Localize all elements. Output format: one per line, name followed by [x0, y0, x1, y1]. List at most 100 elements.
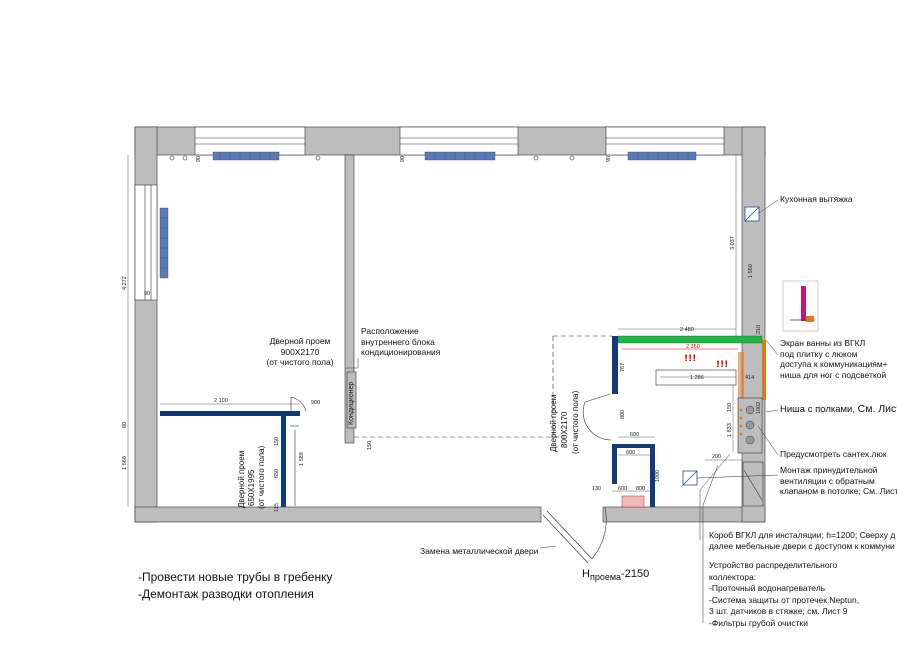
ventilation-line-3: клапаном в потолке; См. Лист — [780, 486, 897, 496]
dim-600-b: 600 — [626, 450, 635, 456]
partition-wc-right — [650, 444, 655, 507]
opening-height-label: Нпроема-2150 — [582, 568, 649, 582]
door-center-line-1: Дверной проем — [549, 395, 558, 452]
dimension-texts: 4 272 90 90 90 90 2 100 900 80 1 560 150… — [122, 156, 762, 512]
dim-1833: 1 833 — [727, 423, 733, 437]
box-line-2: далее мебельные двери с доступом к комму… — [709, 540, 895, 551]
radiator-3 — [627, 151, 697, 161]
dim-800-b: 800 — [636, 486, 645, 492]
radiator-1 — [212, 151, 280, 161]
door-main-label: Дверной проем 900X2170 (от чистого пола) — [258, 336, 342, 368]
bath-orange-strip — [762, 340, 766, 400]
window-2 — [399, 126, 519, 156]
opening-height-sub: проема — [589, 572, 622, 583]
inset-detail — [782, 280, 819, 332]
bath-screen-line-4: ниша для ног с подсветкой — [780, 369, 887, 380]
hood-label: Кухонная вытяжка — [780, 194, 853, 204]
rotated-labels: Дверной проем 650X1995 (от чистого пола)… — [237, 382, 580, 509]
warning-marks: !!! !!! — [684, 354, 728, 370]
leader-lines — [345, 199, 779, 623]
opening-height-main: Н — [582, 568, 590, 580]
metal-door-label: Замена металлической двери — [420, 546, 539, 556]
partition-horizontal — [160, 411, 300, 416]
hatch-label: Предусмотреть сантех.люк — [780, 449, 887, 459]
door-left-line-1: Дверной проем — [237, 451, 246, 508]
boiler-box — [742, 461, 764, 507]
dim-600-a: 600 — [630, 432, 639, 438]
dim-90-d: 90 — [606, 156, 612, 162]
radiator-fins — [160, 152, 689, 269]
niche-prefix: Ниша с полками, — [780, 404, 858, 415]
dim-1589: 1 589 — [299, 452, 305, 466]
dim-3037: 3 037 — [730, 236, 736, 250]
ac-unit-line-3: кондиционирования — [361, 347, 441, 357]
dim-900: 900 — [311, 400, 320, 406]
bath-screen-line-1: Экран ванны из ВГКЛ — [780, 338, 866, 348]
bath-screen-line-3: доступа к коммуникациям+ — [780, 359, 888, 369]
door-main-line-2: 900X2170 — [280, 346, 320, 357]
note-1: -Провести новые трубы в гребенку — [138, 570, 333, 584]
partition-wall — [344, 154, 355, 444]
dim-650: 650 — [274, 469, 280, 478]
box-label: Короб ВГКЛ для инсталяции; h=1200; Сверх… — [709, 530, 897, 551]
door-swings — [290, 393, 612, 564]
manifold-line-5: 3 шт. датчиков в стяжке; см. Лист 9 — [709, 606, 848, 616]
bath-niche — [655, 369, 737, 386]
warning-mark-1: !!! — [684, 354, 696, 364]
partition-wc-left — [612, 444, 617, 484]
door-center-line-3: (от чистого пола) — [571, 390, 580, 454]
bottom-wall-right — [602, 506, 766, 523]
dim-1286: 1 286 — [690, 375, 704, 381]
dim-767: 767 — [620, 363, 626, 372]
dim-150-ac: 150 — [367, 441, 373, 450]
partition-bath-left — [612, 336, 618, 394]
door-center-line-2: 800X2170 — [560, 411, 569, 448]
dim-4272: 4 272 — [122, 276, 128, 290]
manifold-line-6: -Фильтры грубой очистки — [709, 617, 808, 628]
valves — [739, 408, 743, 436]
dim-1000: 1000 — [655, 470, 661, 482]
niche-label: Ниша с полками, См. Лист N — [780, 404, 897, 416]
niche-ref: См. Лист N — [857, 404, 897, 415]
dim-80: 80 — [122, 422, 128, 428]
dim-150-b: 150 — [727, 403, 733, 412]
box-line-1: Короб ВГКЛ для инсталяции; h=1200; Сверх… — [709, 530, 896, 540]
ac-unit-line-1: Расположение — [361, 326, 419, 336]
dim-130: 130 — [592, 486, 601, 492]
dim-90-c: 90 — [400, 156, 406, 162]
ventilation-label: Монтаж принудительной вентиляции с обрат… — [780, 465, 897, 497]
ac-unit-line-2: внутреннего блока — [361, 336, 435, 347]
sockets — [169, 155, 575, 161]
partition-wc-top — [612, 444, 655, 448]
window-3 — [605, 126, 725, 156]
radiator-4 — [159, 207, 169, 279]
manifold-label: Устройство распределительного коллектора… — [709, 560, 859, 629]
dim-1002: 1002 — [756, 402, 762, 414]
radiator-2 — [424, 151, 496, 161]
bath-screen-line-2: под плитку с люком — [780, 348, 858, 359]
wc-fixture — [621, 495, 645, 508]
exterior-walls — [134, 126, 766, 523]
dim-414: 414 — [745, 375, 754, 381]
dim-200: 200 — [712, 454, 721, 460]
dim-150: 150 — [274, 437, 280, 446]
dim-210: 210 — [756, 325, 762, 334]
plumbing-pipes — [745, 405, 755, 445]
bath-screen-label: Экран ванны из ВГКЛ под плитку с люком д… — [780, 338, 888, 380]
dim-800: 800 — [620, 410, 626, 419]
manifold-line-2: коллектора: — [709, 571, 757, 582]
opening-height-value: -2150 — [621, 568, 650, 580]
dim-1560: 1 560 — [122, 456, 128, 470]
dim-600-c: 600 — [618, 486, 627, 492]
door-left-line-2: 650X1995 — [247, 469, 256, 506]
bottom-wall-left — [134, 506, 542, 523]
partition-door-left — [281, 416, 286, 507]
dimension-lines — [127, 155, 742, 507]
ventilation-line-1: Монтаж принудительной — [780, 465, 878, 475]
dim-2100: 2 100 — [214, 398, 228, 404]
dashed-lines — [354, 335, 612, 438]
manifold-line-3: -Проточный водонагреватель — [709, 583, 826, 593]
window-4 — [134, 184, 158, 301]
dim-1550: 1 550 — [748, 264, 754, 278]
windows — [134, 126, 725, 301]
